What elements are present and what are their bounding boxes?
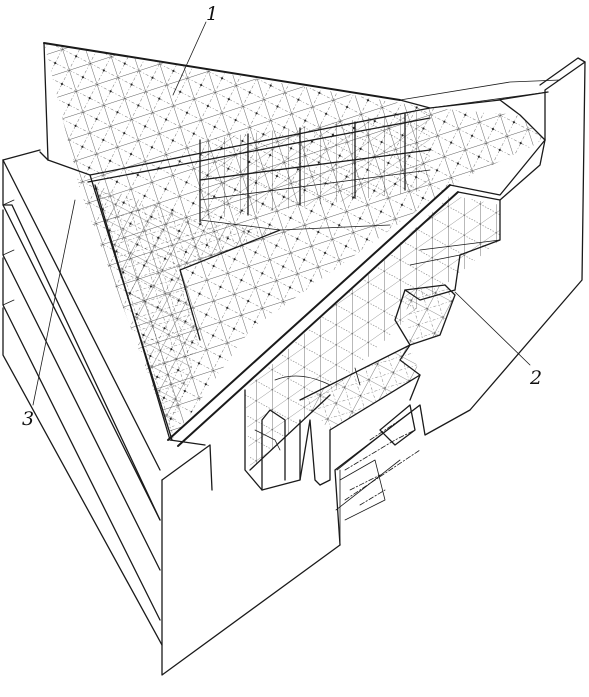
callout-leader-3 <box>32 199 76 406</box>
callout-leaders <box>32 21 531 406</box>
entrance-block <box>339 404 416 521</box>
lower-roof-plane <box>94 184 391 446</box>
callout-2-label: 2 <box>529 367 542 389</box>
callout-3-label: 3 <box>22 408 34 430</box>
callout-leader-1 <box>172 21 207 96</box>
callout-1-label: 1 <box>206 3 218 25</box>
left-stepped-walls <box>2 149 163 646</box>
clerestory-frames <box>199 110 431 223</box>
callout-leader-2 <box>454 291 531 366</box>
inner-courtyard <box>244 344 421 491</box>
front-wall <box>161 57 586 676</box>
